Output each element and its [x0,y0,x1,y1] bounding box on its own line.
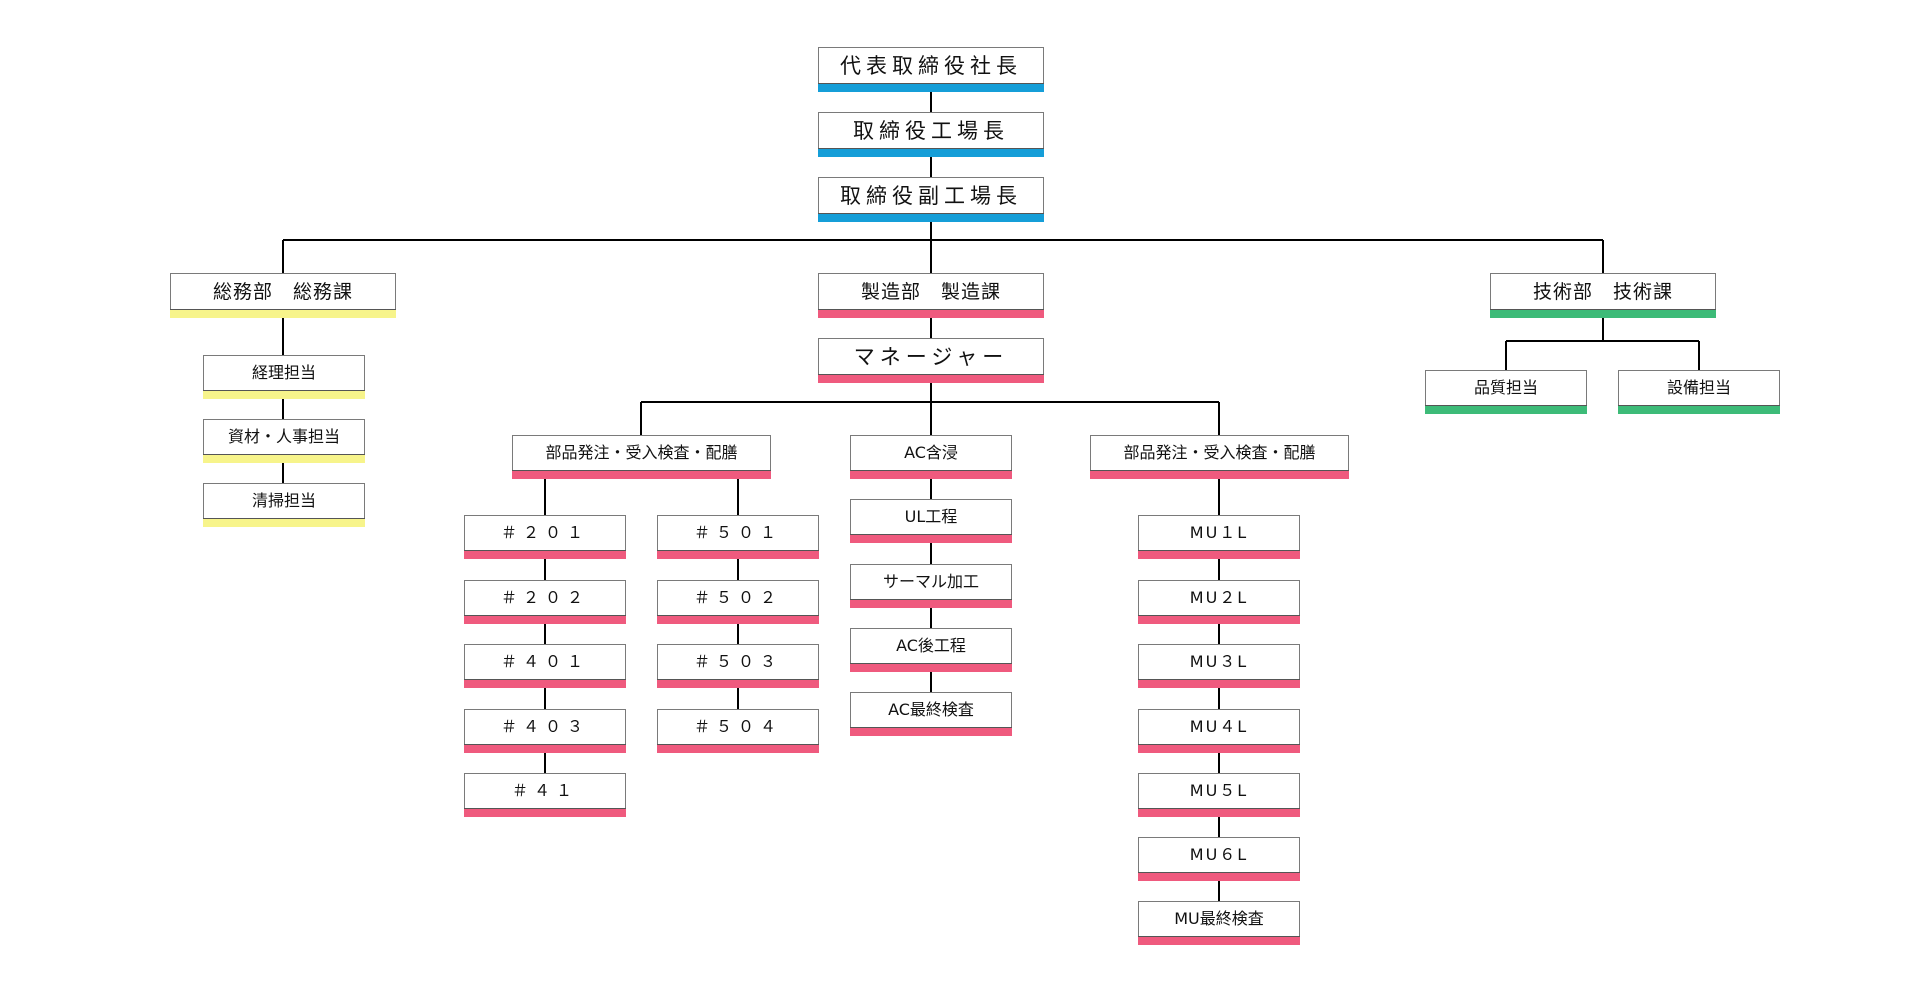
node-label: 代表取締役社長 [840,54,1022,78]
node-mu6: MU６L [1138,837,1300,881]
node-202: ＃２０２ [464,580,626,624]
node-quality: 品質担当 [1425,370,1587,414]
node-label: 製造部 製造課 [860,281,1001,303]
node-label: 資材・人事担当 [227,427,340,446]
node-label: MU１L [1189,523,1249,542]
node-403: ＃４０３ [464,709,626,753]
node-201: ＃２０１ [464,515,626,559]
node-label: 部品発注・受入検査・配膳 [545,443,738,462]
node-parts-left: 部品発注・受入検査・配膳 [512,435,771,479]
node-label: MU４L [1189,717,1249,736]
node-label: AC含浸 [904,443,958,462]
node-ac-post: AC後工程 [850,628,1012,672]
node-label: 経理担当 [251,363,316,382]
node-president: 代表取締役社長 [818,47,1044,92]
node-label: 部品発注・受入検査・配膳 [1123,443,1316,462]
node-label: MU３L [1189,652,1249,671]
node-technical: 技術部 技術課 [1490,273,1716,318]
node-label: AC後工程 [896,636,966,655]
node-401: ＃４０１ [464,644,626,688]
node-label: MU５L [1189,781,1249,800]
node-accounting: 経理担当 [203,355,365,399]
node-label: MU２L [1189,588,1249,607]
node-label: 取締役工場長 [853,119,1009,143]
node-label: MU最終検査 [1174,909,1264,928]
node-label: UL工程 [904,507,958,526]
node-label: 総務部 総務課 [212,281,353,303]
node-deputy-plant-manager: 取締役副工場長 [818,177,1044,222]
node-mu-final: MU最終検査 [1138,901,1300,945]
node-general-affairs: 総務部 総務課 [170,273,396,318]
node-502: ＃５０２ [657,580,819,624]
node-label: ＃２０２ [500,588,589,607]
node-label: MU６L [1189,845,1249,864]
node-mu3: MU３L [1138,644,1300,688]
node-label: 清掃担当 [251,491,316,510]
node-thermal: サーマル加工 [850,564,1012,608]
node-label: ＃４１ [511,781,578,800]
node-plant-manager: 取締役工場長 [818,112,1044,157]
node-materials-hr: 資材・人事担当 [203,419,365,463]
node-manufacturing: 製造部 製造課 [818,273,1044,318]
node-label: 取締役副工場長 [840,184,1022,208]
node-label: 品質担当 [1473,378,1538,397]
node-parts-right: 部品発注・受入検査・配膳 [1090,435,1349,479]
node-label: AC最終検査 [888,700,974,719]
node-501: ＃５０１ [657,515,819,559]
node-label: ＃５０４ [693,717,782,736]
node-label: ＃５０１ [693,523,782,542]
node-label: ＃２０１ [500,523,589,542]
node-label: ＃４０１ [500,652,589,671]
node-503: ＃５０３ [657,644,819,688]
node-equipment: 設備担当 [1618,370,1780,414]
node-ul-process: UL工程 [850,499,1012,543]
node-manager: マネージャー [818,338,1044,383]
node-cleaning: 清掃担当 [203,483,365,527]
node-mu1: MU１L [1138,515,1300,559]
node-label: サーマル加工 [882,572,979,591]
node-label: ＃５０２ [693,588,782,607]
node-ac-impregnation: AC含浸 [850,435,1012,479]
node-label: マネージャー [853,345,1009,369]
node-label: 技術部 技術課 [1532,281,1673,303]
node-mu5: MU５L [1138,773,1300,817]
node-41: ＃４１ [464,773,626,817]
node-mu4: MU４L [1138,709,1300,753]
node-label: ＃５０３ [693,652,782,671]
node-label: 設備担当 [1666,378,1731,397]
node-label: ＃４０３ [500,717,589,736]
node-504: ＃５０４ [657,709,819,753]
node-ac-final: AC最終検査 [850,692,1012,736]
node-mu2: MU２L [1138,580,1300,624]
